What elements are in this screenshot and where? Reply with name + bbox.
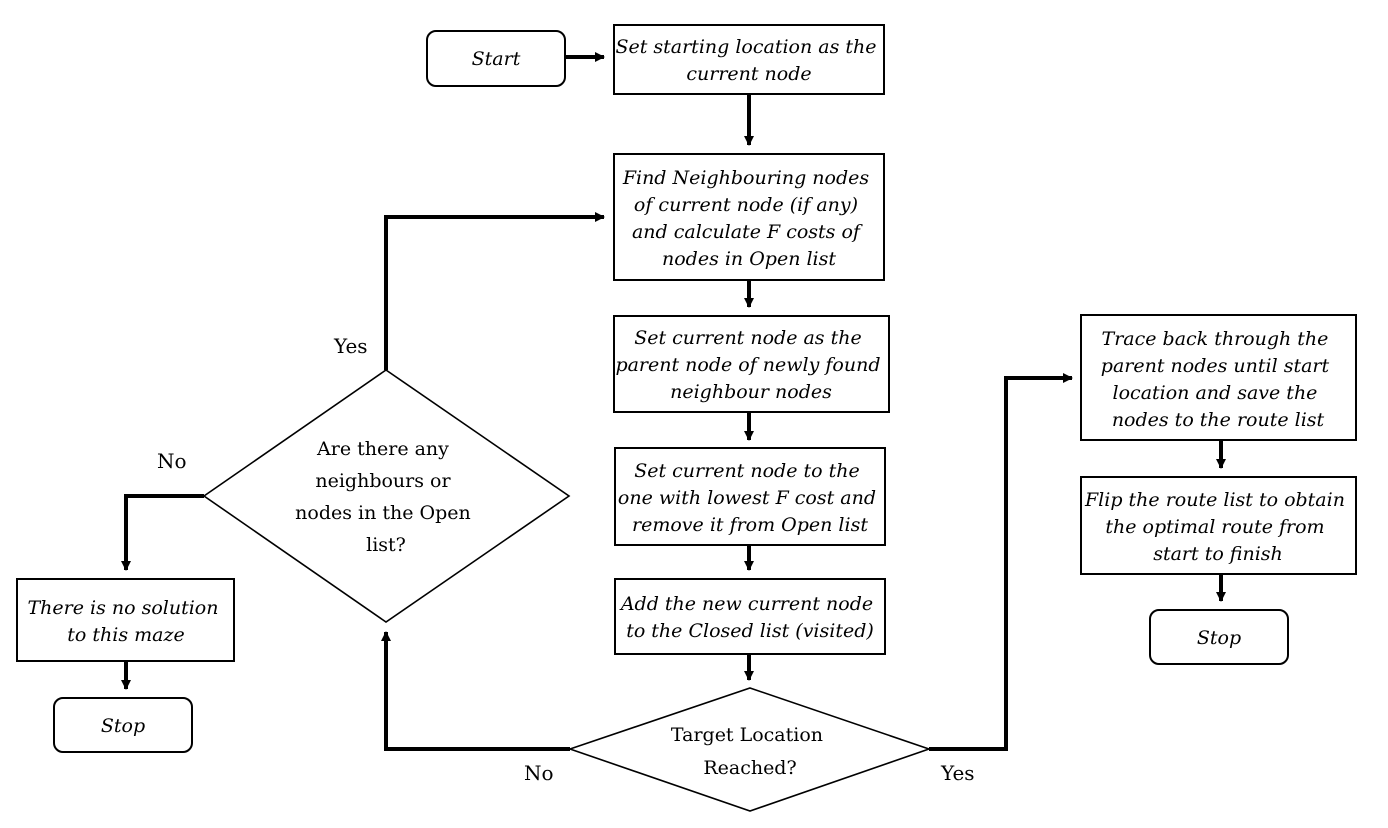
nodes [16,24,1357,812]
edge-any-no-to-no-solution [121,494,204,571]
node-find-neighbours [613,153,885,281]
node-set-lowest [614,447,886,546]
label-no-solution: There is no solution to this maze [27,597,224,646]
label-start: Start [472,48,521,70]
label-stop-right: Stop [1197,627,1241,649]
edge-target-yes-to-trace [929,373,1073,751]
label-any-neighbours: Are there any neighbours or nodes in the… [295,438,477,556]
node-start [426,30,566,87]
label-add-closed: Add the new current node to the Closed l… [619,593,879,642]
label-set-lowest: Set current node to the one with lowest … [618,460,882,536]
label-set-parent: Set current node as the parent node of n… [615,327,886,403]
edge-label-no-left: No [157,449,187,473]
node-add-closed [614,578,886,655]
labels: Start Set starting location as the curre… [27,36,1351,785]
node-any-neighbours [202,369,571,623]
edge-label-yes-loop: Yes [333,334,368,358]
label-find-neighbours: Find Neighbouring nodes of current node … [622,167,875,270]
node-set-parent [613,315,890,413]
node-flip-route [1080,476,1357,575]
edge-label-no-bottom: No [524,761,554,785]
label-trace-back: Trace back through the parent nodes unti… [1101,328,1335,431]
label-flip-route: Flip the route list to obtain the optima… [1084,489,1351,565]
edge-any-yes-to-find [384,212,605,370]
node-no-solution [16,578,235,662]
node-set-start [613,24,885,95]
node-target-reached [567,687,932,812]
node-stop-left [53,697,193,753]
edges [121,52,1226,751]
node-trace-back [1080,314,1357,441]
label-target-reached: Target Location Reached? [671,724,829,779]
label-set-start: Set starting location as the current nod… [615,36,882,85]
edge-label-yes-bottom: Yes [940,761,975,785]
node-stop-right [1149,609,1289,665]
edge-target-no-to-any [381,631,570,751]
label-stop-left: Stop [101,715,145,737]
